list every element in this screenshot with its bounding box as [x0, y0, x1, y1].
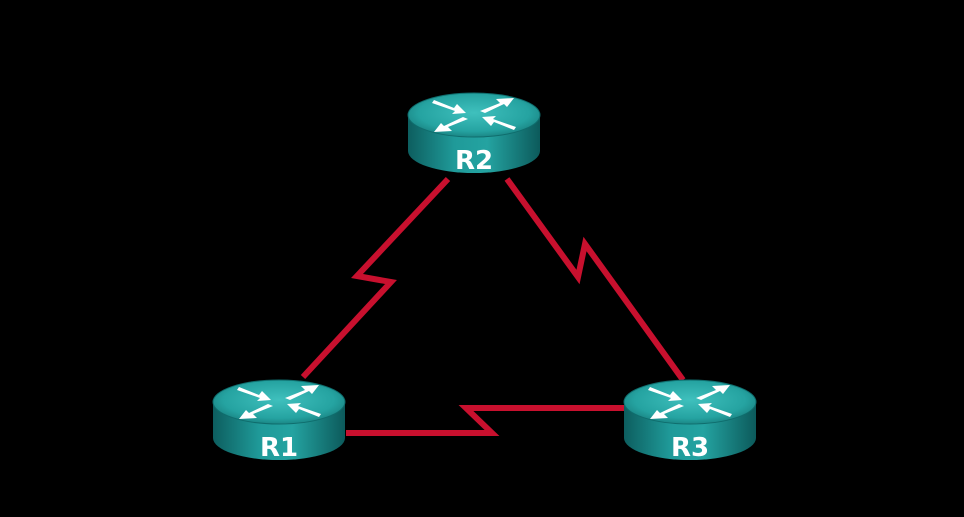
- links-layer: [300, 176, 686, 436]
- router-label: R2: [455, 146, 493, 176]
- router-r1[interactable]: R1: [212, 379, 346, 463]
- serial-link-r1-r3: [346, 405, 625, 436]
- router-r2[interactable]: R2: [407, 92, 541, 176]
- serial-link-r2-r3: [504, 177, 686, 382]
- router-r3[interactable]: R3: [623, 379, 757, 463]
- router-label: R1: [260, 433, 298, 463]
- serial-link-r1-r2: [300, 176, 451, 380]
- router-label: R3: [671, 433, 709, 463]
- routers-layer: R2 R1 R3: [212, 92, 757, 463]
